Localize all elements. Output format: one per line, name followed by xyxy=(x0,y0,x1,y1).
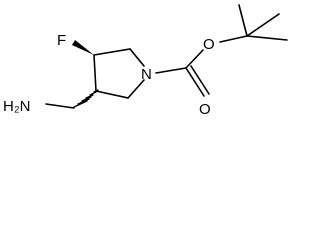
bond-c4-c5 xyxy=(93,48,131,56)
fluorine-label: F xyxy=(57,32,66,49)
bond-n1-c2 xyxy=(127,79,145,99)
carbonyl-oxygen-label: O xyxy=(199,101,211,118)
wedge-bond-fluorine xyxy=(72,40,94,55)
bond-tbutyl-methyl-top xyxy=(238,4,248,37)
bond-ester-oxygen-tbutyl xyxy=(219,35,248,43)
bond-tbutyl-methyl-upper xyxy=(246,13,280,37)
bond-c3-c4 xyxy=(93,54,97,92)
bond-c5-n1 xyxy=(129,48,145,67)
bond-carbonyl-oxygen-1 xyxy=(185,67,205,97)
bond-carbonyl-ester-oxygen xyxy=(185,49,204,69)
bond-tbutyl-methyl-right xyxy=(246,35,288,41)
bond-n1-carbonyl xyxy=(155,67,187,74)
molecule-structure: F H₂N N O O xyxy=(3,4,288,118)
amine-label: H₂N xyxy=(3,98,31,115)
hashed-bond-aminomethyl xyxy=(73,89,99,108)
ring-nitrogen-label: N xyxy=(141,66,152,83)
bond-carbonyl-oxygen-2 xyxy=(190,65,210,95)
ester-oxygen-label: O xyxy=(203,36,215,53)
bond-ch2-nh2 xyxy=(45,103,75,109)
bond-c2-c3 xyxy=(95,90,129,99)
